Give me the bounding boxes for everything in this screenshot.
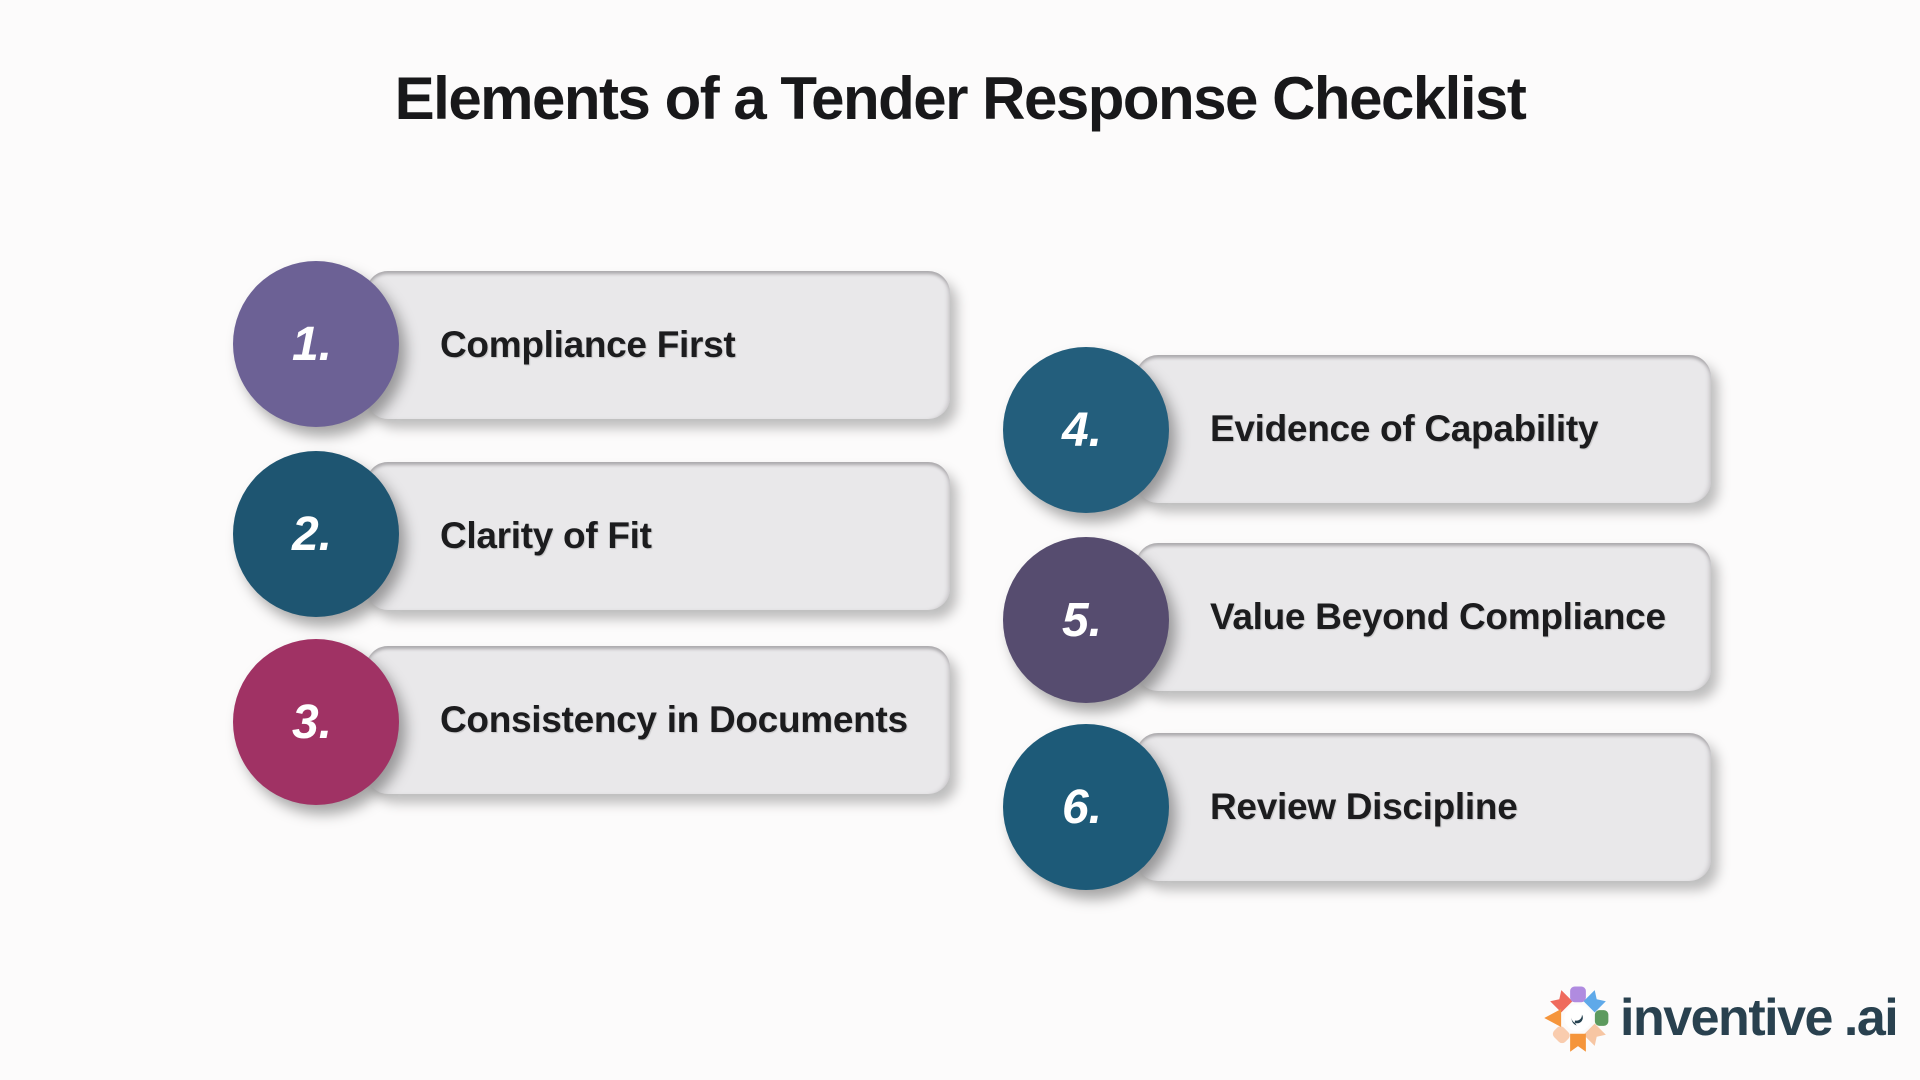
item-number-circle: 2. — [233, 451, 399, 617]
brand-suffix: .ai — [1843, 989, 1899, 1047]
item-number-circle: 4. — [1003, 347, 1169, 513]
petal-bottom — [1570, 1033, 1586, 1052]
petal-right — [1594, 1010, 1609, 1026]
logo-comma-glyph — [1571, 1014, 1583, 1026]
page-title: Elements of a Tender Response Checklist — [394, 65, 1527, 132]
logo-center-disc — [1564, 1004, 1592, 1032]
item-pill: Review Discipline — [1136, 733, 1711, 881]
item-number: 3. — [291, 695, 333, 749]
item-pill: Evidence of Capability — [1136, 355, 1711, 503]
item-number-circle: 6. — [1003, 724, 1169, 890]
item-number: 5. — [1061, 593, 1103, 647]
item-number: 4. — [1061, 403, 1103, 457]
item-number-circle: 5. — [1003, 537, 1169, 703]
item-number: 6. — [1061, 780, 1103, 834]
petal-top — [1570, 986, 1586, 1003]
item-label: Consistency in Documents — [440, 699, 908, 740]
petal-left — [1544, 1009, 1562, 1027]
item-label: Review Discipline — [1210, 786, 1518, 827]
item-label: Value Beyond Compliance — [1210, 596, 1666, 637]
petal-top-left — [1550, 990, 1573, 1013]
item-label: Evidence of Capability — [1210, 408, 1599, 449]
brand-logo: inventive .ai — [1542, 982, 1899, 1054]
item-label: Compliance First — [440, 324, 736, 365]
item-number-circle: 3. — [233, 639, 399, 805]
petal-bottom-left — [1552, 1026, 1570, 1044]
item-pill: Compliance First — [366, 271, 950, 419]
item-number: 1. — [291, 317, 333, 371]
item-label: Clarity of Fit — [440, 515, 652, 556]
petal-bottom-right — [1583, 1023, 1606, 1046]
item-number-circle: 1. — [233, 261, 399, 427]
brand-name: inventive — [1620, 989, 1833, 1047]
item-number: 2. — [291, 507, 333, 561]
item-pill: Consistency in Documents — [366, 646, 950, 794]
starburst-logo-icon — [1544, 986, 1609, 1052]
item-pill: Value Beyond Compliance — [1136, 543, 1711, 691]
item-pill: Clarity of Fit — [366, 462, 950, 610]
